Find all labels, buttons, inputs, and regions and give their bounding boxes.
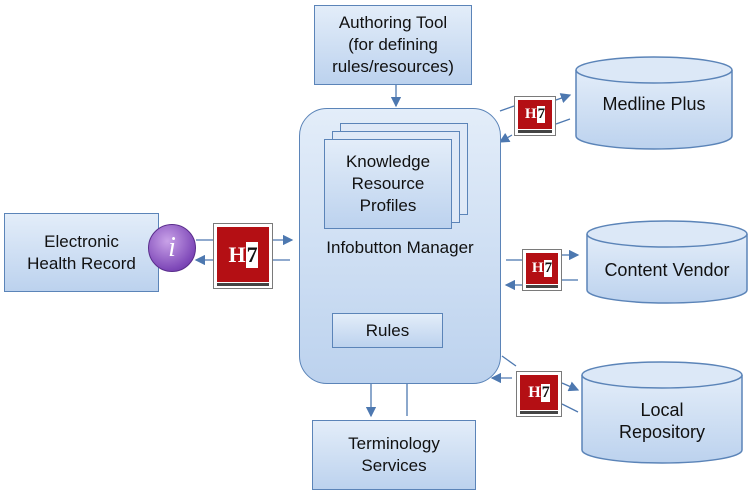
knowledge-resource-profiles-box: Knowledge Resource Profiles [324,139,452,229]
terminology-services-box: Terminology Services [312,420,476,490]
rules-box: Rules [332,313,443,348]
ehr-label: Electronic Health Record [27,231,136,273]
medline-plus-cylinder [575,56,733,150]
infobutton-manager-label: Infobutton Manager [326,237,474,257]
authoring-tool-box: Authoring Tool (for defining rules/resou… [314,5,472,85]
terminology-services-label: Terminology Services [348,434,440,475]
local-repository-cylinder [581,361,743,464]
content-vendor-cylinder [586,220,748,304]
ehr-box: Electronic Health Record [4,213,159,292]
authoring-tool-label: Authoring Tool (for defining rules/resou… [332,13,454,76]
arrow-manager-to-medline [555,93,572,103]
arrow-manager-to-local [561,381,580,392]
infobutton-icon: i [148,224,196,272]
medline-plus-label: Medline Plus [602,94,706,115]
local-repository-label: Local Repository [618,400,706,442]
rules-label: Rules [365,320,410,340]
content-vendor-label: Content Vendor [604,260,730,281]
knowledge-resource-profiles-label: Knowledge Resource Profiles [345,152,431,215]
arrow-medline-to-manager [498,132,513,143]
